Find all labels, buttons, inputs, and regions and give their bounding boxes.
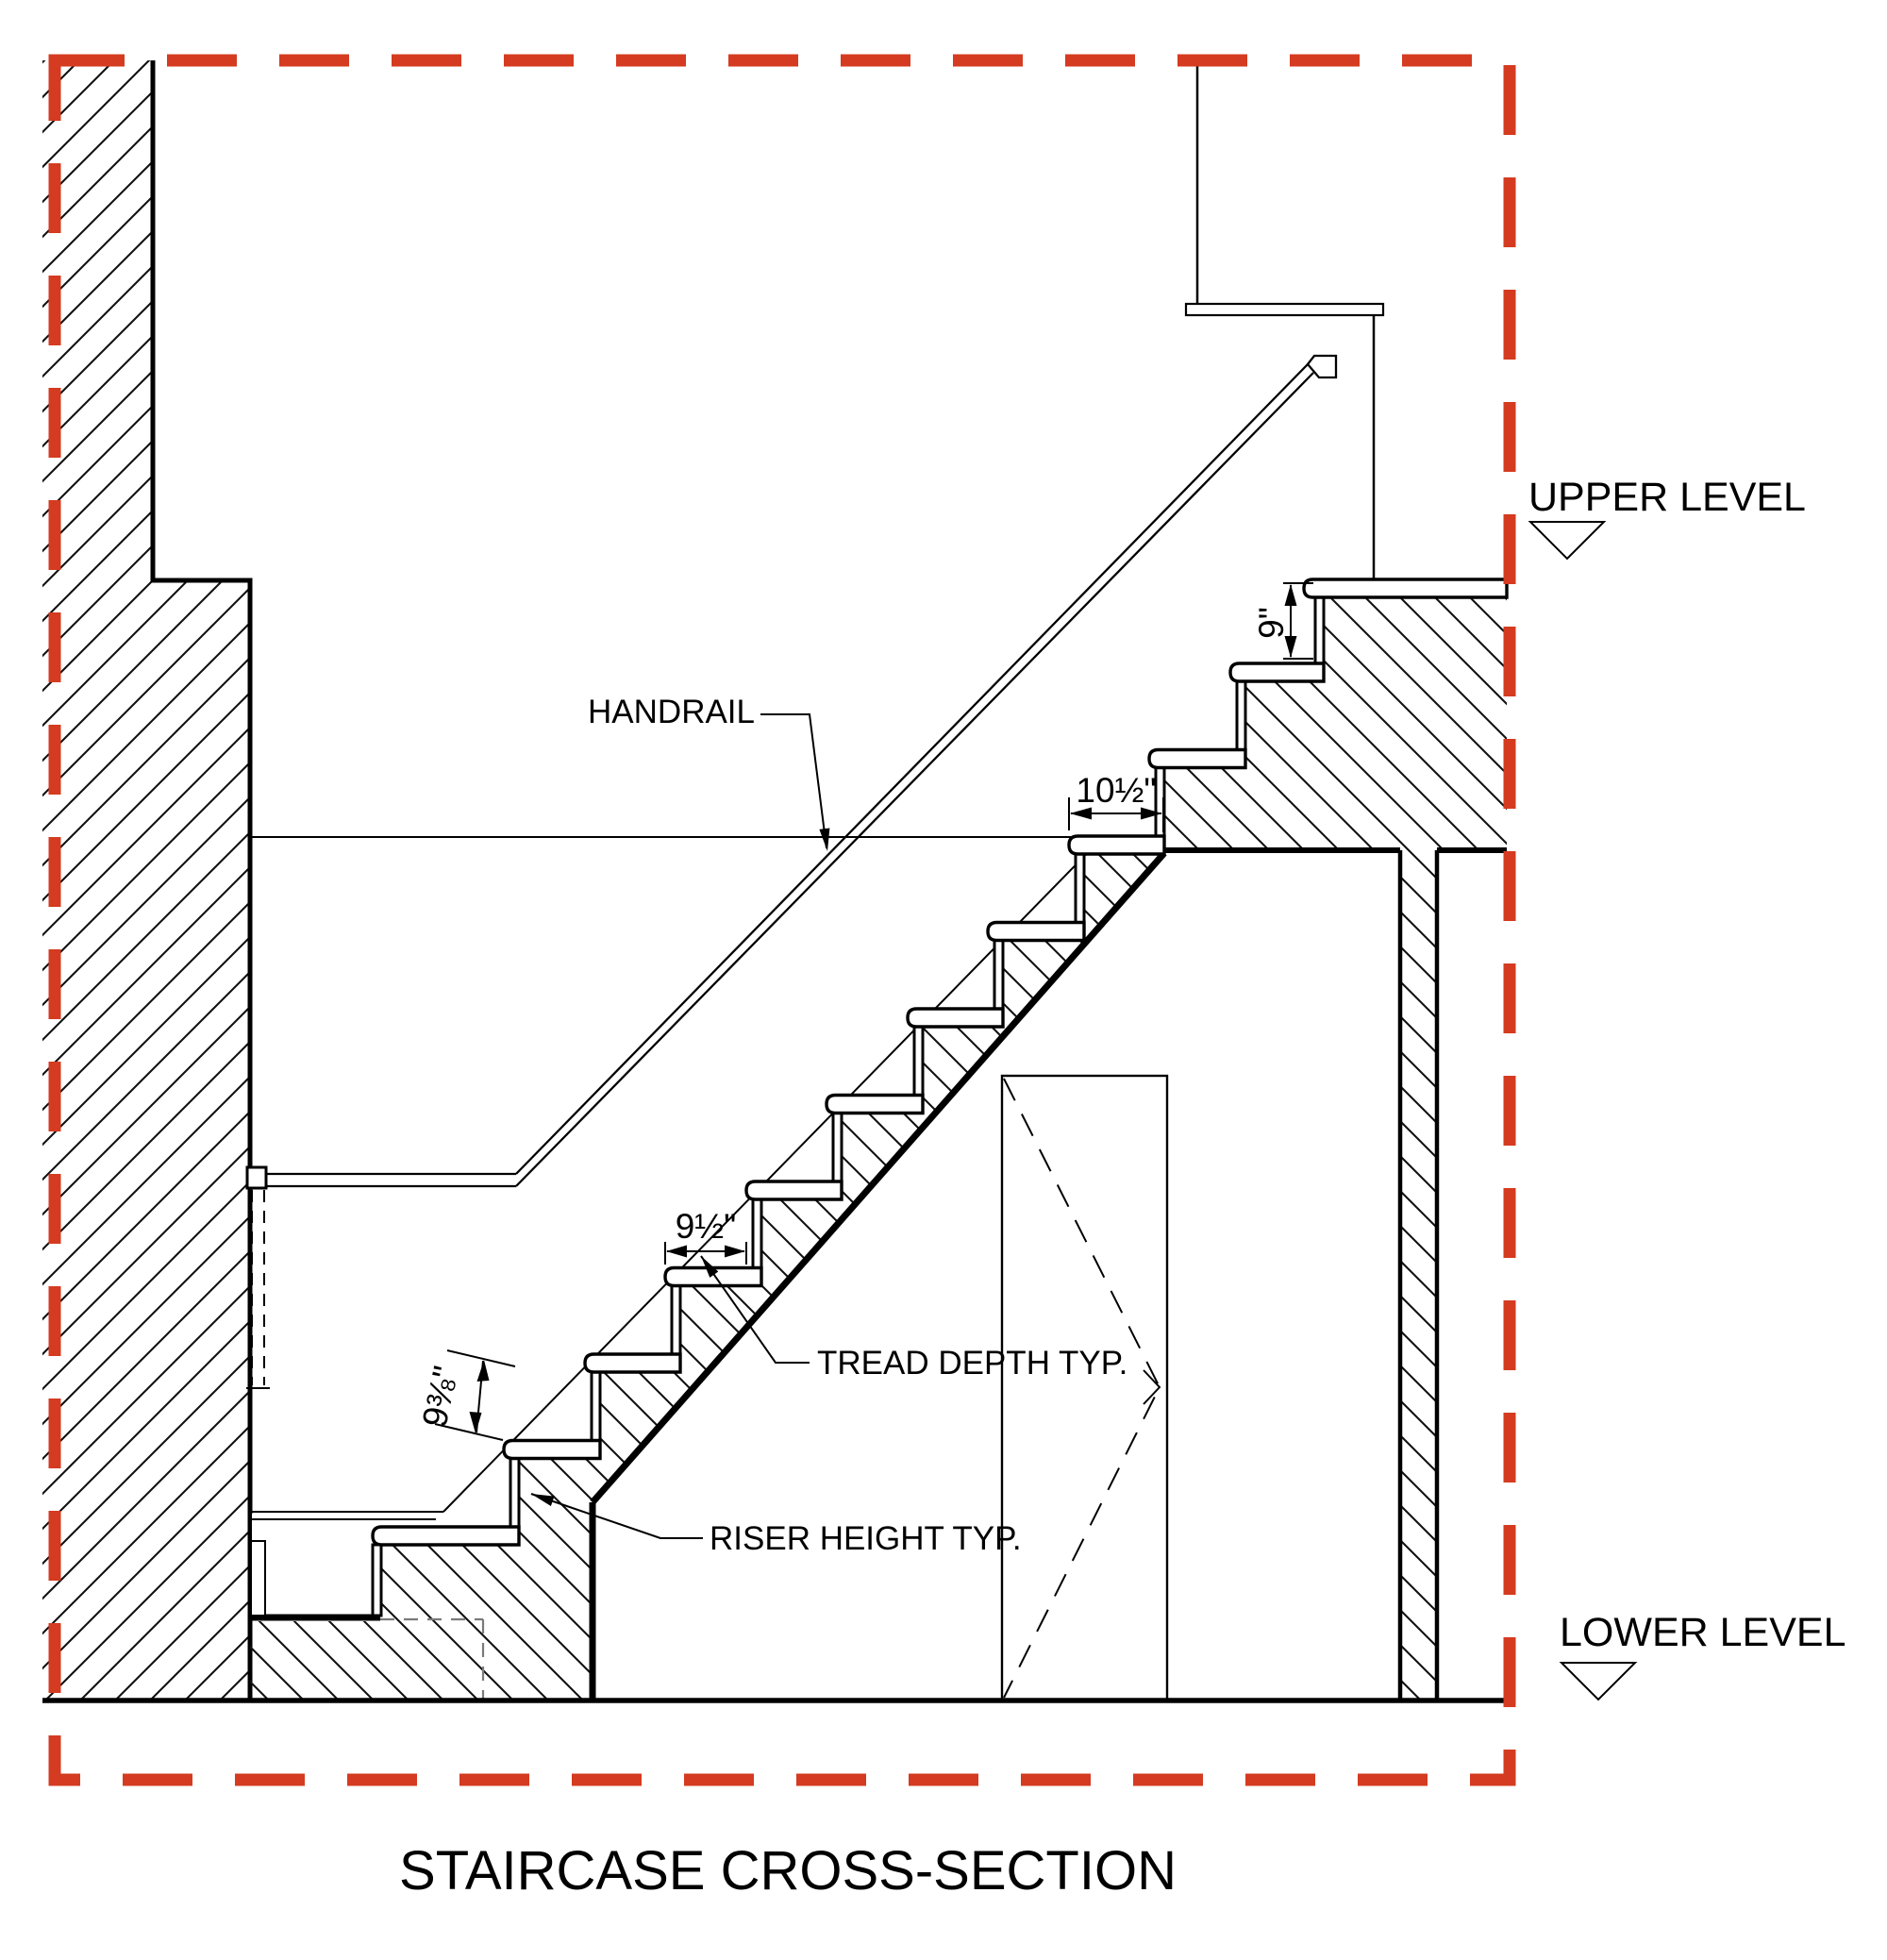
riser-board [751,1198,763,1269]
stair-mass-hatch [250,579,1507,1700]
tread-board [1067,834,1166,856]
door-frame [1000,1074,1169,1702]
dim-typical-tread [664,1242,747,1265]
dim-typical-tread-text: 9½" [676,1207,737,1246]
tread-board [371,1525,521,1547]
guardrail-top-rail [1184,302,1385,317]
riser-board [1074,852,1086,924]
base-recess [250,1514,375,1617]
tread-depth-leader [700,1255,810,1364]
door-swing-dashed [1003,1078,1161,1699]
dim-top-tread [1068,797,1164,832]
handrail-top-hook [1306,354,1338,379]
tread-board [663,1265,763,1288]
beyond-lines [250,836,1162,1520]
tread-board [906,1007,1005,1029]
tread-board [583,1352,682,1374]
stringer-soffit-cut-line [590,850,1167,1505]
riser-board [1235,679,1247,751]
hidden-base-lines [380,1617,485,1699]
handrail-wall-cap [245,1165,268,1190]
riser-board [912,1025,925,1097]
dimension-annotations [434,582,1313,1441]
leader-lines [530,713,830,1539]
upper-level-datum-triangle-icon [1528,521,1607,561]
handrail-label: HANDRAIL [588,694,755,730]
riser-board [670,1284,682,1356]
tread-board [1147,747,1247,770]
riser-board [993,939,1005,1011]
level-markers [1528,521,1638,1701]
tread-board [1228,662,1326,683]
stringer-edge-beyond [443,838,1102,1513]
handrail [245,354,1338,1389]
tread-board [825,1093,925,1115]
page-title: STAIRCASE CROSS-SECTION [399,1840,1177,1901]
dim-top-riser [1283,582,1313,660]
riser-height-leader-arrow-icon [531,1494,555,1506]
riser-height-label: RISER HEIGHT TYP. [710,1520,1022,1557]
tread-board [1302,578,1509,599]
lower-level-datum-triangle-icon [1559,1662,1638,1701]
treads-and-risers [371,578,1509,1617]
door-swing-chevron-icon [1143,1369,1161,1405]
stair-structure-section [250,579,1507,1700]
tread-board [744,1180,843,1201]
section-extent-border [48,54,1516,1786]
handrail-leader-arrow-icon [819,828,830,851]
lower-level-label: LOWER LEVEL [1560,1610,1846,1655]
riser-height-leader [530,1493,703,1539]
tread-board [986,920,1086,943]
upper-level-label: UPPER LEVEL [1528,475,1806,520]
tread-board [502,1438,602,1461]
dim-typical-riser [434,1349,516,1441]
handrail-leader [760,713,827,849]
left-wall-section [42,60,253,1700]
riser-board [831,1112,843,1183]
dim-typical-riser-text: 9⅜" [415,1363,466,1431]
handrail-hidden-post [251,1190,265,1385]
understair-door [1000,1074,1169,1702]
text-annotations: HANDRAIL TREAD DEPTH TYP. RISER HEIGHT T… [399,475,1845,1901]
riser-board [509,1457,521,1529]
riser-board [590,1370,602,1442]
base-trim-board [250,1540,266,1617]
upper-guardrail [1184,60,1385,579]
riser-board [1313,595,1326,665]
tread-depth-label: TREAD DEPTH TYP. [817,1345,1127,1382]
dim-top-tread-text: 10½" [1076,771,1156,810]
tread-depth-leader-arrow-icon [701,1256,719,1278]
dim-top-riser-text: 9" [1252,607,1291,639]
riser-board [371,1543,383,1617]
